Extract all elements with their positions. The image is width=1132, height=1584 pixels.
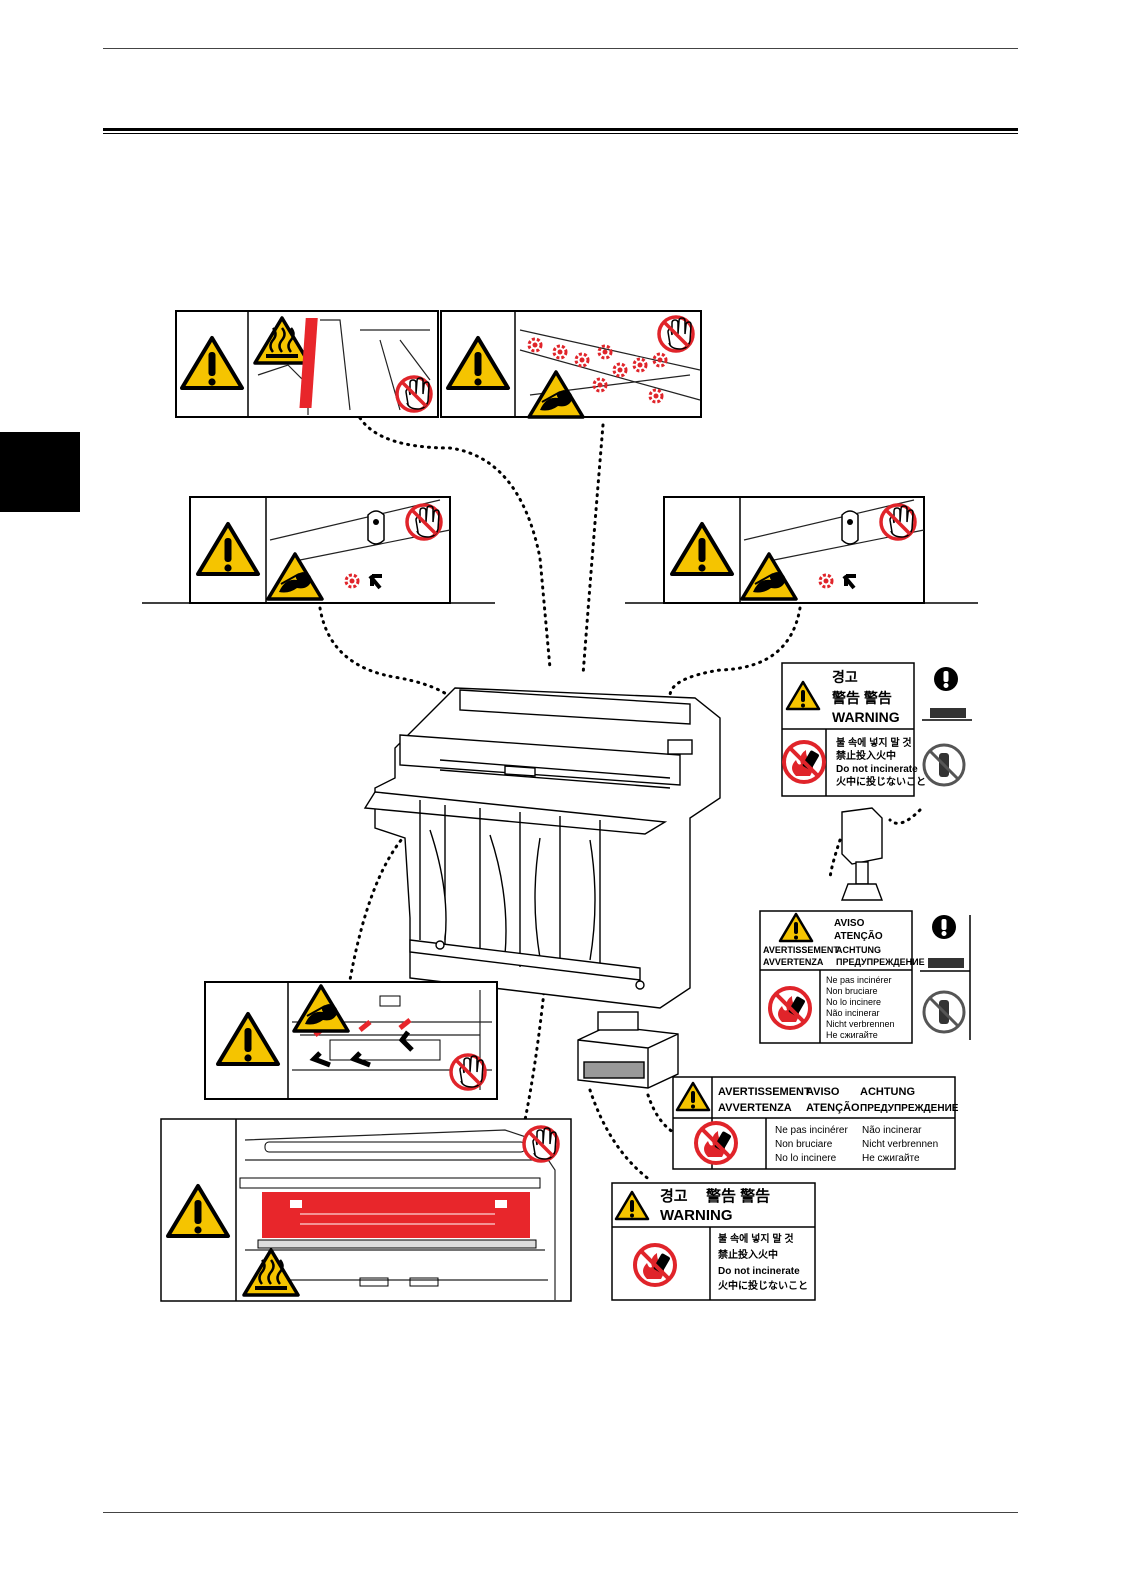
printer-machine-illustration — [363, 687, 721, 1009]
warning-label-toner-multilingual — [759, 910, 971, 1044]
label5-cjk: 警告 警告 — [832, 690, 892, 706]
label9-head2-b: ATENÇÃO — [806, 1102, 860, 1114]
label6-line1: Ne pas incinérer — [826, 975, 892, 985]
warning-label-toner-korean — [781, 662, 972, 797]
label9-right-line1: Não incinerar — [862, 1125, 922, 1136]
waste-container-illustration — [577, 1011, 679, 1089]
label5-line4: 火中に投じないこと — [836, 777, 926, 788]
label9-left-line1: Ne pas incinérer — [775, 1125, 848, 1136]
label10-line2: 禁止投入火中 — [718, 1250, 778, 1261]
label6-line2: Non bruciare — [826, 986, 878, 996]
label6-line4: Não incinerar — [826, 1008, 880, 1018]
label9-head1-a: AVERTISSEMENT — [718, 1086, 811, 1098]
leader-lines — [318, 416, 922, 1182]
label6-line3: No lo incinere — [826, 997, 882, 1007]
label6-col1-a: AVERTISSEMENT — [763, 945, 839, 955]
label9-head3-a: ACHTUNG — [860, 1086, 915, 1098]
label6-col3-a: ACHTUNG — [836, 945, 881, 955]
label10-cjk: 警告 警告 — [706, 1188, 771, 1205]
label5-line2: 禁止投入火中 — [836, 751, 896, 762]
label6-line6: Не сжигайте — [826, 1030, 878, 1040]
label9-left-line3: No lo incinere — [775, 1153, 837, 1164]
label10-line1: 불 속에 넣지 말 것 — [718, 1234, 794, 1245]
label9-left-line2: Non bruciare — [775, 1139, 833, 1150]
label9-right-line3: Не сжигайте — [862, 1153, 920, 1164]
warning-label-gear-left — [142, 496, 495, 604]
warning-label-waste-korean — [611, 1182, 816, 1301]
chapter-tab — [0, 432, 80, 512]
title-rule-thin — [103, 133, 1018, 134]
label5-english: WARNING — [832, 709, 900, 725]
footer-rule — [103, 1512, 1018, 1513]
label6-col2-a: AVISO — [834, 918, 865, 929]
header-rule — [103, 48, 1018, 49]
toner-bottle-illustration — [840, 807, 884, 901]
label9-right-line2: Nicht verbrennen — [862, 1139, 939, 1150]
label10-heading: 경고 — [660, 1188, 688, 1205]
label6-col1-b: AVVERTENZA — [763, 957, 824, 967]
warning-label-fuser-unit — [160, 1118, 572, 1302]
label9-head2-a: AVISO — [806, 1086, 840, 1098]
title-rule — [103, 128, 1018, 131]
warning-label-gear-right — [625, 496, 978, 604]
label5-line3: Do not incinerate — [836, 764, 918, 775]
label5-line1: 불 속에 넣지 말 것 — [836, 738, 912, 749]
label6-line5: Nicht verbrennen — [826, 1019, 895, 1029]
label5-heading: 경고 — [832, 669, 858, 685]
warning-label-pinch-rollers — [440, 310, 702, 419]
warning-label-hot-roller — [175, 310, 439, 418]
label9-head1-b: AVVERTENZA — [718, 1102, 792, 1114]
label10-line3: Do not incinerate — [718, 1266, 800, 1277]
label6-col2-b: ATENÇÃO — [834, 931, 883, 942]
label6-col3-b: ПРЕДУПРЕЖДЕНИЕ — [836, 957, 925, 967]
label10-line4: 火中に投じないこと — [718, 1281, 808, 1292]
label9-head3-b: ПРЕДУПРЕЖДЕНИЕ — [860, 1103, 959, 1114]
warning-label-waste-multilingual — [672, 1076, 956, 1170]
label10-english: WARNING — [660, 1207, 733, 1224]
warning-label-paper-tray — [204, 981, 498, 1100]
